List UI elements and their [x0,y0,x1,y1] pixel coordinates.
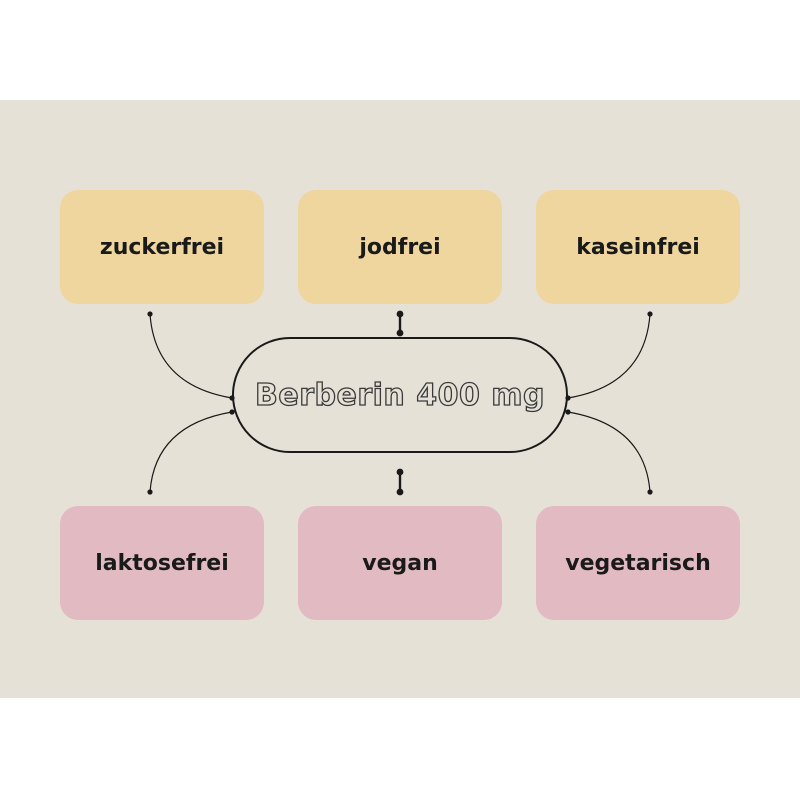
node-jodfrei: jodfrei [298,190,502,304]
center-node: Berberin 400 mg [232,337,568,453]
node-kaseinfrei: kaseinfrei [536,190,740,304]
node-label: kaseinfrei [576,234,700,260]
node-vegan: vegan [298,506,502,620]
node-label: vegetarisch [565,550,711,576]
node-label: jodfrei [359,234,441,260]
node-vegetarisch: vegetarisch [536,506,740,620]
node-laktosefrei: laktosefrei [60,506,264,620]
node-label: vegan [362,550,438,576]
center-node-label: Berberin 400 mg [254,377,545,413]
node-zuckerfrei: zuckerfrei [60,190,264,304]
node-label: laktosefrei [95,550,229,576]
node-label: zuckerfrei [99,234,225,260]
